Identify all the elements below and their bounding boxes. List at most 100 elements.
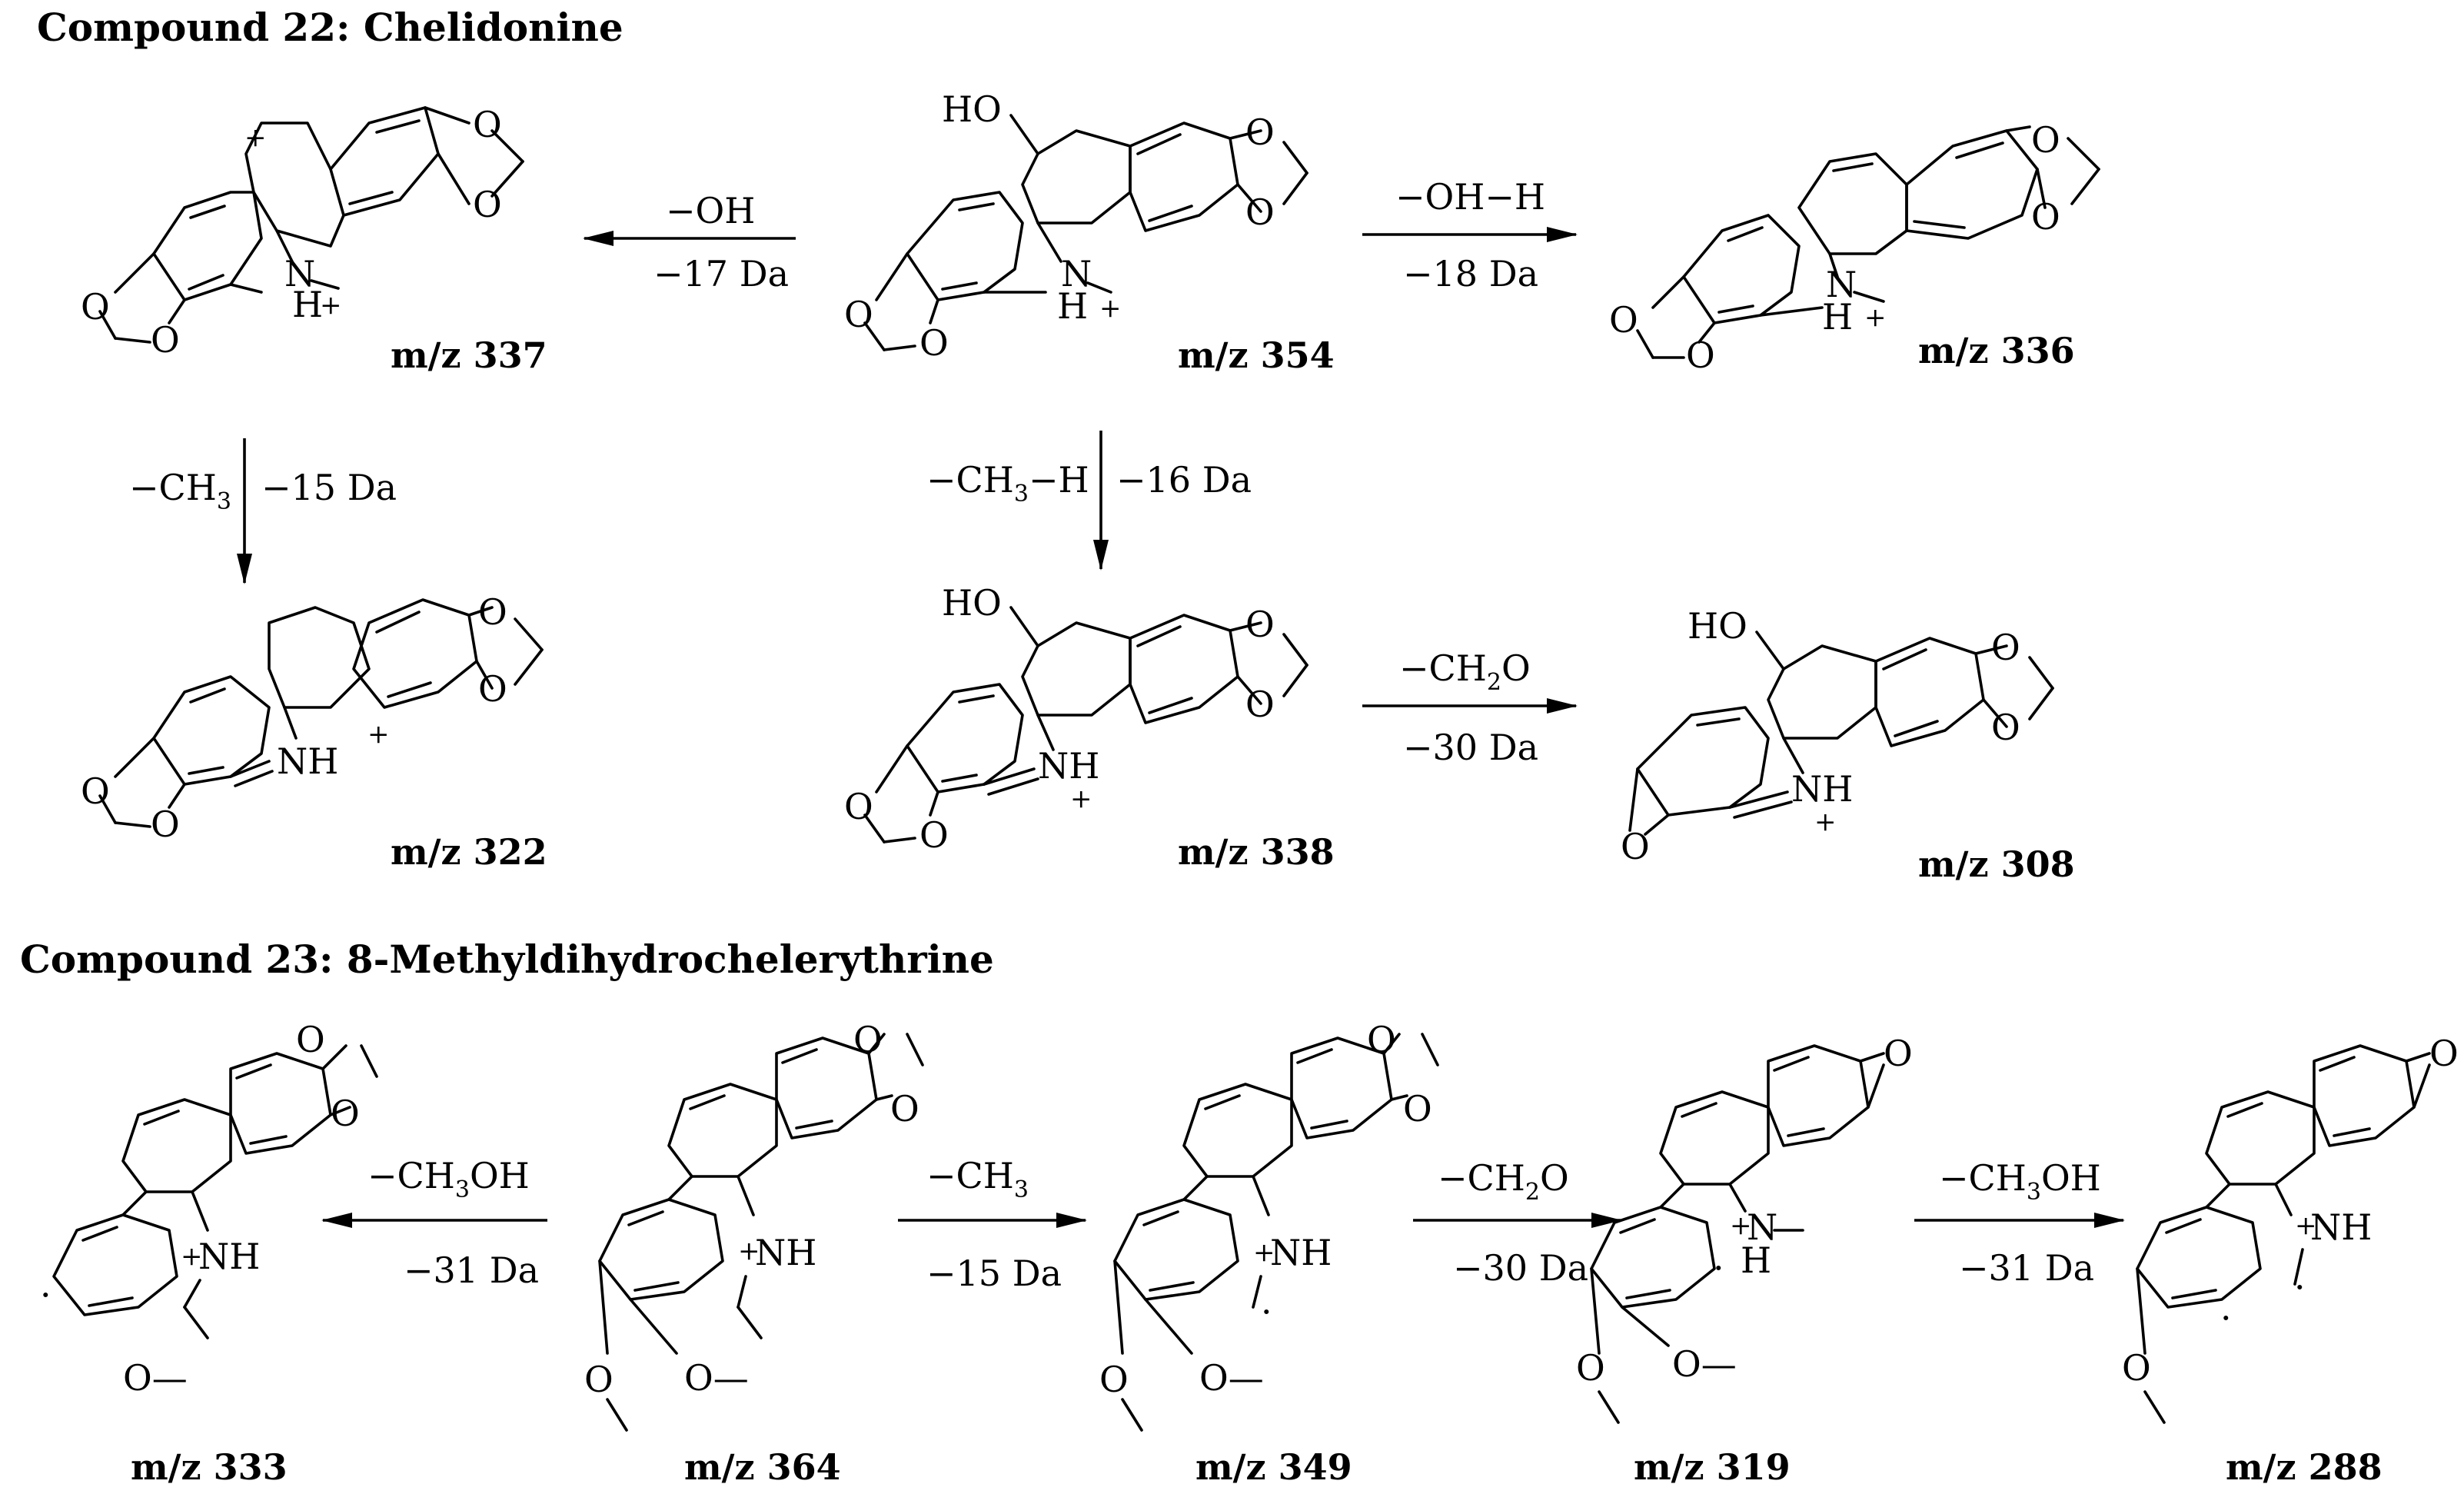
label-mz354: m/z 354 [1178,334,1335,376]
atom-o: O [1991,707,2020,748]
structure-mz319: O + N H · O O— [1576,1033,1913,1424]
atom-o: O [473,184,502,225]
reaction-label-top: −CH3OH [367,1155,530,1203]
atom-n: N [284,253,315,294]
atom-n: N [1747,1206,1777,1248]
reaction-label-bottom: −15 Da [926,1253,1062,1294]
atom-h: H [1822,296,1853,338]
label-mz338: m/z 338 [1178,831,1335,873]
atom-o: O [2031,196,2060,238]
atom-o: O [81,286,110,328]
structure-mz349: O O + NH · O O— [1099,1019,1439,1432]
structure-mz308: HO O O NH + O [1621,605,2054,867]
atom-o: O [2122,1347,2151,1389]
atom-o-methyl: O— [684,1357,749,1399]
radical-dot: · [1261,1291,1272,1333]
atom-o: O [919,814,949,856]
atom-o: O [81,770,110,812]
reaction-label-bottom: −30 Da [1453,1247,1588,1289]
charge-plus: + [320,290,342,321]
label-mz319: m/z 319 [1634,1446,1791,1488]
atom-o: O [151,804,180,845]
atom-o: O [331,1093,360,1134]
atom-o: O [1621,826,1650,867]
reaction-label-left: −CH3−H [926,459,1089,507]
charge-plus: + [1814,807,1837,837]
reaction-label-top: −CH3OH [1939,1157,2101,1206]
atom-h: H [1057,285,1088,327]
section-title-compound-22: Compound 22: Chelidonine [37,5,623,50]
atom-o-methyl: O— [1199,1357,1264,1399]
structure-mz354: HO O O N H + O O [844,88,1308,364]
atom-o: O [1991,627,2020,668]
atom-ho: HO [942,582,1002,624]
charge-plus: + [2295,1210,2317,1241]
atom-o: O [296,1019,325,1060]
structure-mz288: O + NH · · O [2122,1033,2459,1424]
label-mz349: m/z 349 [1195,1446,1352,1488]
structure-mz333: O O + NH · O— [40,1019,378,1399]
atom-ho: HO [1688,605,1747,647]
reaction-label-top: −OH−H [1395,176,1545,218]
charge-plus: + [1730,1210,1752,1241]
atom-nh: NH [198,1236,260,1277]
atom-o: O [2031,119,2060,161]
atom-o: O [478,668,507,710]
reaction-label-top: −OH [666,190,755,231]
atom-o: O [844,294,873,335]
atom-nh: NH [1791,768,1853,810]
section-title-compound-23: Compound 23: 8-Methyldihydrochelerythrin… [20,937,994,982]
charge-plus: + [1253,1237,1275,1268]
reaction-label-top: −CH3 [926,1155,1029,1203]
atom-h: H [292,284,323,325]
label-mz364: m/z 364 [684,1446,841,1488]
reaction-label-bottom: −17 Da [653,253,789,294]
charge-plus: + [1864,302,1887,333]
reaction-label-top: −CH2O [1438,1157,1569,1206]
radical-dot: · [40,1274,52,1316]
reaction-label-left: −CH3 [129,467,231,515]
charge-plus: + [181,1241,203,1272]
label-mz322: m/z 322 [391,831,547,873]
radical-dot: · [1713,1247,1724,1289]
structure-mz338: HO O O NH + O O [844,582,1308,856]
atom-o: O [1367,1019,1396,1060]
label-mz333: m/z 333 [131,1446,288,1488]
charge-plus: + [244,122,267,153]
reaction-label-right: −16 Da [1116,459,1252,501]
reaction-label-top: −CH2O [1399,647,1531,696]
structure-mz336: O O N H + O O [1609,119,2100,376]
structure-mz322: O O NH + O O [81,591,544,845]
radical-dot: · [2220,1297,2232,1339]
atom-o: O [584,1359,614,1400]
atom-o: O [890,1088,919,1130]
label-mz337: m/z 337 [391,334,547,376]
atom-nh: NH [1038,745,1099,787]
atom-o: O [473,104,502,145]
atom-o: O [1245,604,1275,645]
atom-o: O [1245,191,1275,233]
atom-n: N [1826,264,1857,305]
atom-o: O [1609,299,1638,341]
reaction-label-bottom: −31 Da [404,1249,539,1291]
atom-o: O [1884,1033,1913,1074]
atom-h: H [1741,1239,1771,1281]
atom-o: O [1099,1359,1129,1400]
charge-plus: + [1099,293,1122,324]
atom-o: O [1576,1347,1605,1389]
charge-plus: + [738,1236,760,1266]
label-mz288: m/z 288 [2226,1446,2383,1488]
reaction-label-bottom: −18 Da [1403,253,1538,294]
atom-o: O [151,319,180,361]
atom-ho: HO [942,88,1002,130]
reaction-label-right: −15 Da [261,467,397,508]
atom-nh: NH [755,1232,816,1273]
label-mz308: m/z 308 [1918,843,2075,885]
atom-o: O [844,786,873,827]
atom-o: O [1403,1088,1432,1130]
atom-nh: NH [1270,1232,1332,1273]
reaction-label-bottom: −31 Da [1959,1247,2094,1289]
atom-o: O [1245,684,1275,725]
atom-o: O [2429,1033,2459,1074]
